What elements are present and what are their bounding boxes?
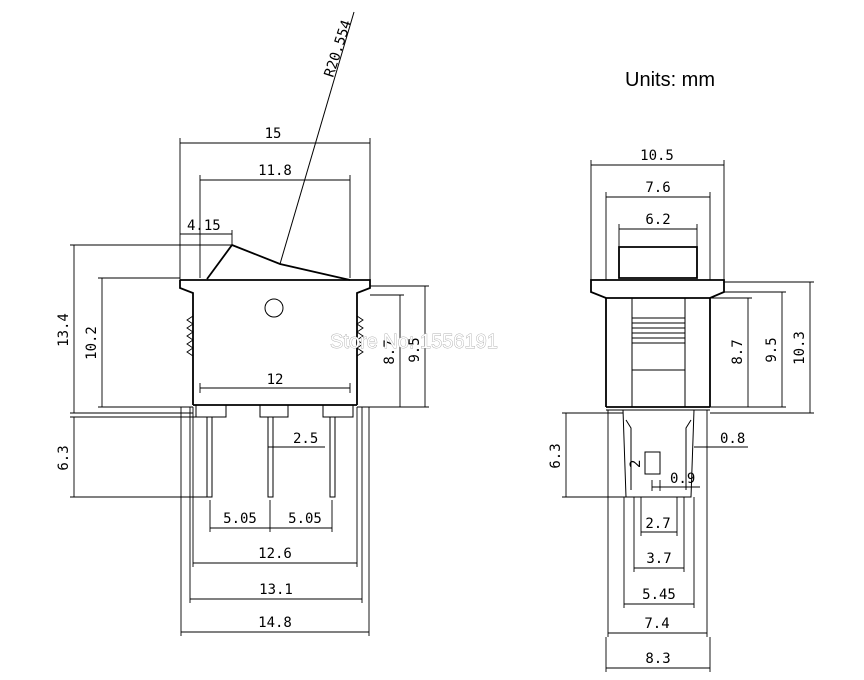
switch-flange [179, 279, 371, 312]
units-label: Units: mm [625, 69, 715, 91]
dim-pin-pitch-right-label: 5.05 [288, 511, 322, 527]
right-snap-spring [356, 315, 364, 357]
dim-width-12-6 [192, 407, 358, 567]
dim-width-13-1-label: 13.1 [259, 582, 293, 598]
side-body [605, 298, 711, 408]
terminal-block-middle [259, 404, 289, 418]
dim-side-10-5-label: 10.5 [640, 148, 674, 164]
terminal-block-right [322, 404, 354, 418]
terminal-pins [206, 417, 336, 498]
dim-height-13-4-label: 13.4 [56, 313, 72, 347]
radius-label: R20.554 [322, 18, 355, 79]
left-snap-spring [186, 315, 194, 357]
watermark: Store No: 1556191 [330, 331, 498, 353]
dim-2-5 [267, 417, 325, 451]
dim-height-13-4 [70, 244, 232, 414]
dim-side-6-3 [562, 412, 626, 498]
dim-side-2-7 [640, 497, 678, 536]
dim-side-2-label: 2 [628, 460, 644, 468]
switch-body-sides [192, 312, 358, 405]
radius-leader [279, 11, 355, 265]
dim-pin-length-6-3-label: 6.3 [56, 445, 72, 470]
dim-width-12 [199, 383, 351, 393]
dim-side-5-45 [623, 497, 695, 608]
dim-width-12-label: 12 [267, 372, 284, 388]
dim-width-15 [179, 138, 371, 280]
dim-side-0-8-label: 0.8 [720, 431, 745, 447]
side-flange [590, 279, 725, 299]
dim-height-10-2-label: 10.2 [84, 326, 100, 360]
dim-pin-length-6-3 [70, 416, 207, 498]
side-view: 10.5 7.6 6.2 8.7 9.5 10.3 6.3 0.8 2 0.9 … [548, 148, 814, 672]
terminal-block-left [195, 404, 227, 418]
dim-offset-4-15 [180, 230, 233, 246]
dim-side-6-3-label: 6.3 [548, 443, 564, 468]
dim-width-15-label: 15 [265, 126, 282, 142]
dim-side-5-45-label: 5.45 [642, 587, 676, 603]
dim-pin-pitch-left-label: 5.05 [223, 511, 257, 527]
dim-width-14-8-label: 14.8 [258, 615, 292, 631]
side-ribs [632, 317, 685, 344]
dim-side-10-5 [590, 160, 725, 280]
dim-side-0-9 [651, 480, 700, 491]
dim-pin-pitch [209, 500, 333, 532]
dim-width-11-8-label: 11.8 [258, 163, 292, 179]
dim-side-3-7 [633, 497, 685, 572]
indicator-dot [264, 298, 284, 318]
dim-side-7-6-label: 7.6 [645, 180, 670, 196]
side-slot [644, 451, 661, 475]
dim-side-8-7-label: 8.7 [730, 339, 746, 364]
side-inner-panel [631, 297, 686, 408]
dim-side-8-7 [710, 297, 752, 408]
dim-side-7-6 [605, 192, 711, 280]
side-top-block [618, 246, 698, 279]
dim-side-10-3 [710, 281, 814, 414]
dim-side-7-4-label: 7.4 [644, 616, 669, 632]
dim-side-3-7-label: 3.7 [646, 551, 671, 567]
dim-side-10-3-label: 10.3 [792, 331, 808, 365]
side-pin-legs [625, 419, 692, 490]
dim-side-9-5 [724, 291, 786, 408]
dim-width-14-8 [180, 407, 370, 636]
dim-height-9-5 [370, 285, 429, 408]
dim-height-9-5-label: 9.5 [407, 337, 423, 362]
dim-side-9-5-label: 9.5 [764, 337, 780, 362]
dim-width-13-1 [189, 407, 363, 603]
dim-2-5-label: 2.5 [293, 431, 318, 447]
rocker-outline [206, 243, 351, 281]
dim-side-0-9-label: 0.9 [670, 471, 695, 487]
dim-height-8-7-label: 8.7 [382, 339, 398, 364]
dim-height-8-7 [357, 294, 404, 408]
side-pin-body [606, 409, 710, 498]
front-view: R20.554 15 11.8 4.15 13.4 10.2 8.7 9.5 1… [56, 11, 429, 636]
dim-side-8-3-label: 8.3 [645, 651, 670, 667]
dim-side-6-2 [618, 224, 698, 247]
dim-side-8-3 [605, 637, 711, 672]
dim-side-6-2-label: 6.2 [645, 212, 670, 228]
dim-width-12-6-label: 12.6 [258, 546, 292, 562]
dim-offset-4-15-label: 4.15 [187, 218, 221, 234]
dim-side-7-4 [607, 410, 708, 637]
dim-width-11-8 [199, 175, 351, 278]
dim-height-10-2 [98, 277, 193, 408]
dim-side-2-7-label: 2.7 [645, 516, 670, 532]
